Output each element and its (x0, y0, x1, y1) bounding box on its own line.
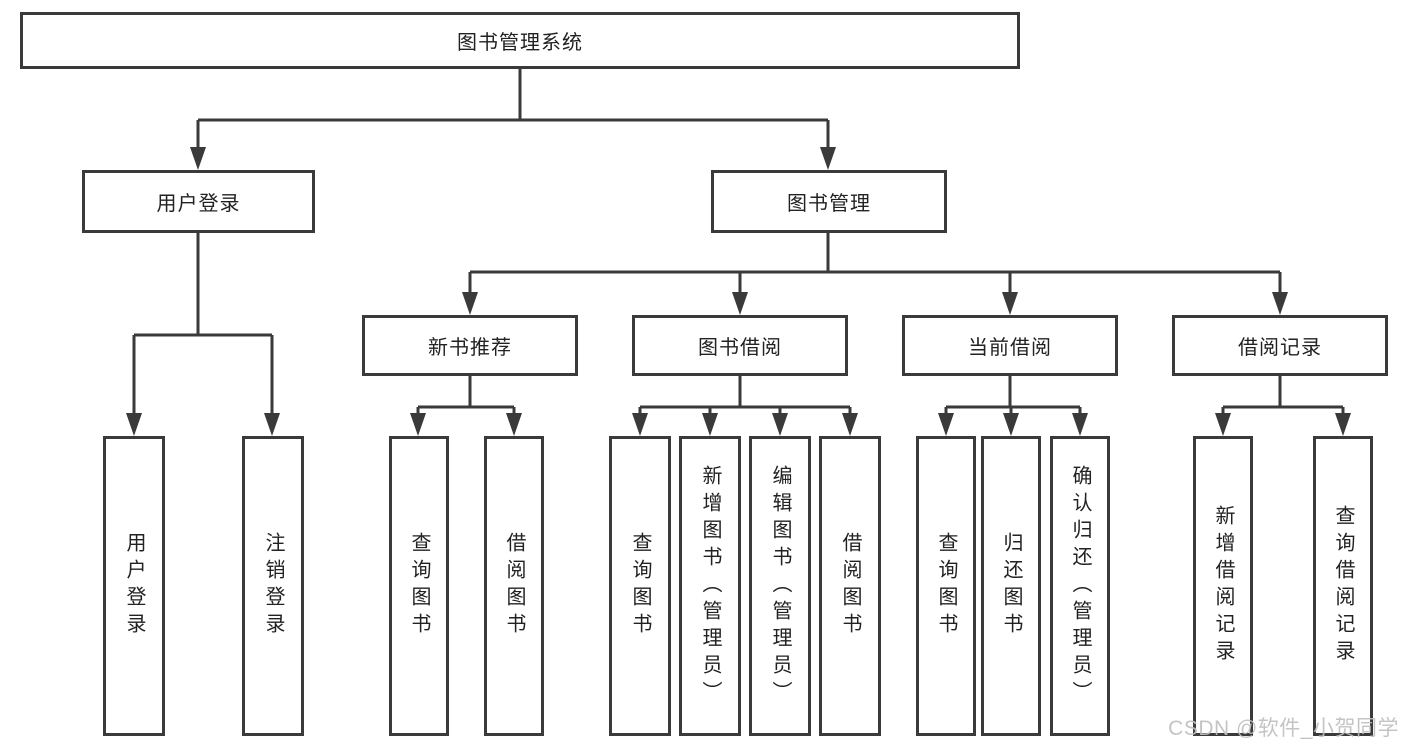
node-label: 编辑图书（管理员） (769, 464, 791, 708)
node-label: 借阅图书 (503, 532, 525, 640)
node-root-system: 图书管理系统 (20, 12, 1020, 69)
leaf-borrow-query-books: 查询图书 (609, 436, 671, 736)
leaf-newbooks-query-books: 查询图书 (389, 436, 449, 736)
node-label: 确认归还（管理员） (1069, 464, 1091, 708)
csdn-watermark: CSDN @软件_小贺同学 (1168, 717, 1399, 740)
leaf-user-login: 用户登录 (103, 436, 165, 736)
arrowheads-bookborrow-leaves (632, 413, 858, 436)
leaf-records-add-record: 新增借阅记录 (1193, 436, 1253, 736)
leaf-records-query-record: 查询借阅记录 (1313, 436, 1373, 736)
node-current-borrow: 当前借阅 (902, 315, 1118, 376)
node-book-borrow: 图书借阅 (632, 315, 848, 376)
connector-root-to-level2 (196, 68, 830, 152)
leaf-current-confirm-return-admin: 确认归还（管理员） (1050, 436, 1110, 736)
connector-records-to-leaves (1221, 375, 1345, 418)
connector-bookmgmt-to-level3 (468, 232, 1282, 296)
node-label: 新增图书（管理员） (699, 464, 721, 708)
node-label: 借阅图书 (839, 532, 861, 640)
node-label: 用户登录 (156, 193, 241, 215)
leaf-logout: 注销登录 (242, 436, 304, 736)
leaf-borrow-borrow-books: 借阅图书 (819, 436, 881, 736)
node-label: 新书推荐 (428, 337, 512, 359)
node-label: 注销登录 (262, 532, 284, 640)
node-label: 借阅记录 (1238, 337, 1322, 359)
connector-bookborrow-to-leaves (638, 375, 852, 418)
arrowheads-userlogin-leaves (126, 413, 280, 436)
node-label: 图书管理系统 (457, 32, 583, 54)
node-borrow-records: 借阅记录 (1172, 315, 1388, 376)
node-label: 查询图书 (408, 532, 430, 640)
arrowheads-level2 (190, 147, 836, 170)
node-label: 当前借阅 (968, 337, 1052, 359)
arrowheads-current-leaves (938, 413, 1088, 436)
node-label: 用户登录 (123, 532, 145, 640)
leaf-current-query-books: 查询图书 (916, 436, 976, 736)
leaf-borrow-add-books-admin: 新增图书（管理员） (679, 436, 741, 736)
node-label: 新增借阅记录 (1212, 505, 1234, 667)
node-new-book-recommend: 新书推荐 (362, 315, 578, 376)
arrowheads-newbooks-leaves (410, 413, 522, 436)
leaf-current-return-books: 归还图书 (981, 436, 1041, 736)
node-label: 图书管理 (787, 193, 871, 215)
node-label: 查询图书 (629, 532, 651, 640)
node-label: 查询借阅记录 (1332, 505, 1354, 667)
node-user-login: 用户登录 (82, 170, 315, 233)
connector-userlogin-to-leaves (132, 232, 274, 418)
connector-newbooks-to-leaves (416, 375, 516, 418)
connector-current-to-leaves (944, 375, 1082, 418)
node-label: 查询图书 (935, 532, 957, 640)
leaf-borrow-edit-books-admin: 编辑图书（管理员） (749, 436, 811, 736)
leaf-newbooks-borrow-books: 借阅图书 (484, 436, 544, 736)
node-label: 图书借阅 (698, 337, 782, 359)
node-label: 归还图书 (1000, 532, 1022, 640)
arrowheads-level3 (462, 292, 1288, 315)
arrowheads-records-leaves (1215, 413, 1351, 436)
node-book-management: 图书管理 (711, 170, 947, 233)
